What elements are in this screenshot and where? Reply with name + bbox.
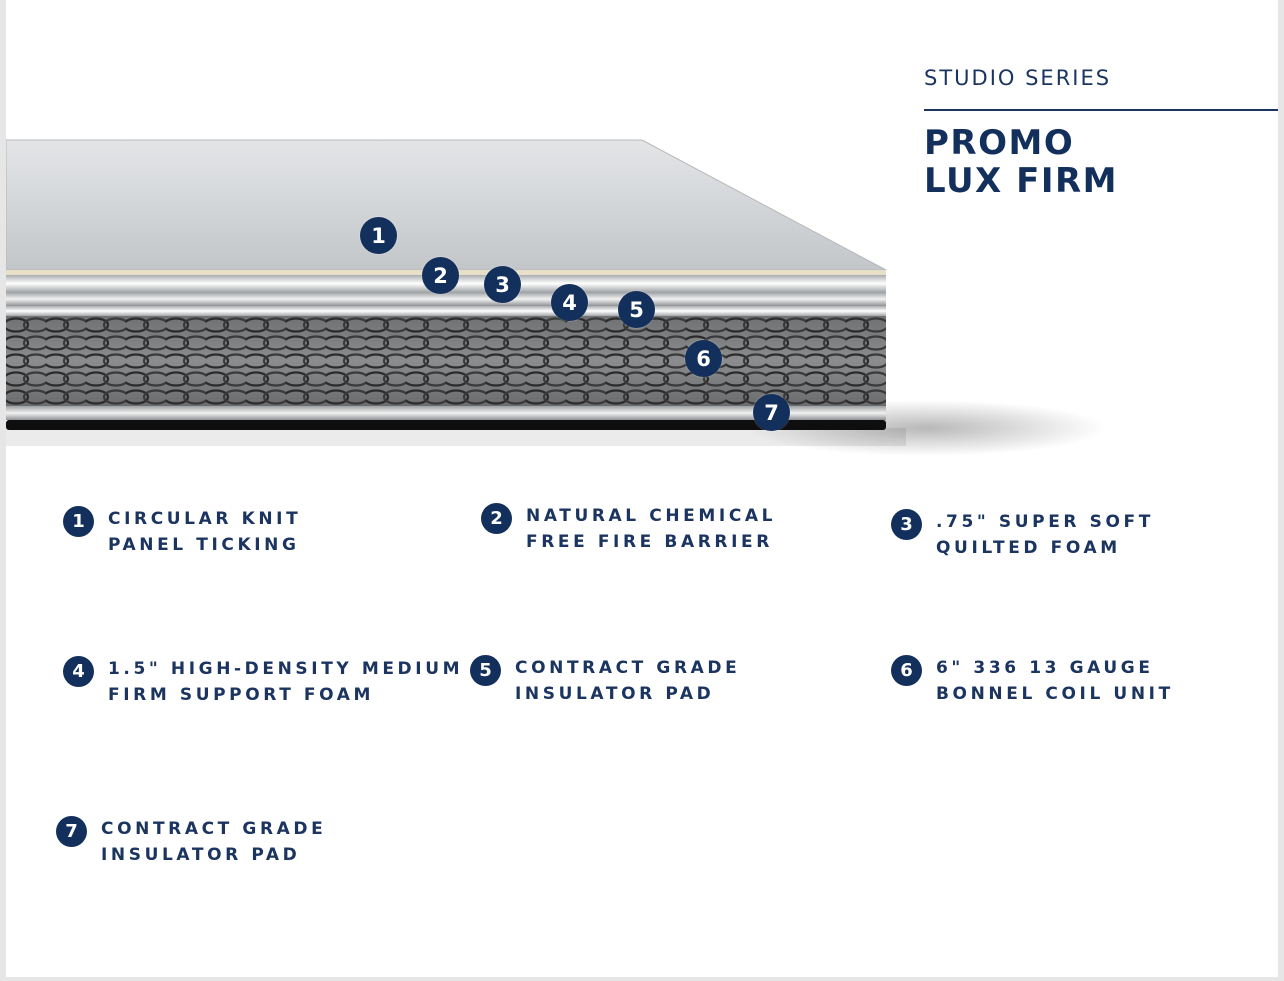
insulator-pad-bottom: [6, 406, 886, 420]
feature-2-line2: FREE FIRE BARRIER: [526, 532, 773, 552]
bonnel-coil-unit: [6, 316, 886, 406]
series-label: STUDIO SERIES: [924, 66, 1112, 90]
feature-4-text: 1.5" HIGH-DENSITY MEDIUM FIRM SUPPORT FO…: [108, 656, 463, 708]
feature-6-line2: BONNEL COIL UNIT: [936, 684, 1174, 704]
feature-5-text: CONTRACT GRADE INSULATOR PAD: [515, 655, 740, 707]
feature-1-line2: PANEL TICKING: [108, 535, 300, 555]
feature-item-6: 6 6" 336 13 GAUGE BONNEL COIL UNIT: [891, 655, 1174, 707]
callout-6-icon: 6: [685, 340, 722, 377]
feature-2-number-icon: 2: [481, 503, 512, 534]
feature-1-text: CIRCULAR KNIT PANEL TICKING: [108, 506, 301, 558]
feature-2-text: NATURAL CHEMICAL FREE FIRE BARRIER: [526, 503, 776, 555]
floor-shadow: [6, 428, 906, 446]
feature-1-line1: CIRCULAR KNIT: [108, 509, 302, 529]
callout-2-icon: 2: [422, 257, 459, 294]
feature-5-line1: CONTRACT GRADE: [515, 658, 741, 678]
ticking-top-surface: [6, 139, 887, 271]
feature-1-number-icon: 1: [63, 506, 94, 537]
feature-7-number-icon: 7: [56, 816, 87, 847]
spec-sheet: STUDIO SERIES PROMO LUX FIRM: [6, 0, 1278, 977]
header-divider: [924, 109, 1278, 111]
feature-item-5: 5 CONTRACT GRADE INSULATOR PAD: [470, 655, 740, 707]
feature-3-number-icon: 3: [891, 509, 922, 540]
product-title-line2: LUX FIRM: [924, 161, 1119, 201]
feature-5-line2: INSULATOR PAD: [515, 684, 715, 704]
callout-5-icon: 5: [618, 291, 655, 328]
callout-3-icon: 3: [484, 266, 521, 303]
feature-4-number-icon: 4: [63, 656, 94, 687]
feature-6-number-icon: 6: [891, 655, 922, 686]
product-title: PROMO LUX FIRM: [924, 124, 1118, 200]
feature-7-line2: INSULATOR PAD: [101, 845, 301, 865]
feature-item-4: 4 1.5" HIGH-DENSITY MEDIUM FIRM SUPPORT …: [63, 656, 463, 708]
feature-6-line1: 6" 336 13 GAUGE: [936, 658, 1154, 678]
feature-3-line2: QUILTED FOAM: [936, 538, 1121, 558]
feature-item-3: 3 .75" SUPER SOFT QUILTED FOAM: [891, 509, 1154, 561]
insulator-pad-top: [6, 306, 886, 316]
feature-7-text: CONTRACT GRADE INSULATOR PAD: [101, 816, 326, 868]
callout-4-icon: 4: [551, 284, 588, 321]
mattress-cross-section: [6, 139, 1106, 456]
feature-7-line1: CONTRACT GRADE: [101, 819, 327, 839]
feature-item-2: 2 NATURAL CHEMICAL FREE FIRE BARRIER: [481, 503, 776, 555]
callout-1-icon: 1: [360, 217, 397, 254]
callout-7-icon: 7: [753, 394, 790, 431]
mattress-base: [6, 420, 886, 430]
product-title-line1: PROMO: [924, 123, 1075, 163]
feature-item-1: 1 CIRCULAR KNIT PANEL TICKING: [63, 506, 301, 558]
feature-3-line1: .75" SUPER SOFT: [936, 512, 1154, 532]
feature-5-number-icon: 5: [470, 655, 501, 686]
feature-6-text: 6" 336 13 GAUGE BONNEL COIL UNIT: [936, 655, 1174, 707]
feature-2-line1: NATURAL CHEMICAL: [526, 506, 777, 526]
feature-4-line1: 1.5" HIGH-DENSITY MEDIUM: [108, 659, 464, 679]
feature-item-7: 7 CONTRACT GRADE INSULATOR PAD: [56, 816, 326, 868]
feature-4-line2: FIRM SUPPORT FOAM: [108, 685, 375, 705]
feature-3-text: .75" SUPER SOFT QUILTED FOAM: [936, 509, 1154, 561]
support-foam-layer: [6, 292, 886, 306]
